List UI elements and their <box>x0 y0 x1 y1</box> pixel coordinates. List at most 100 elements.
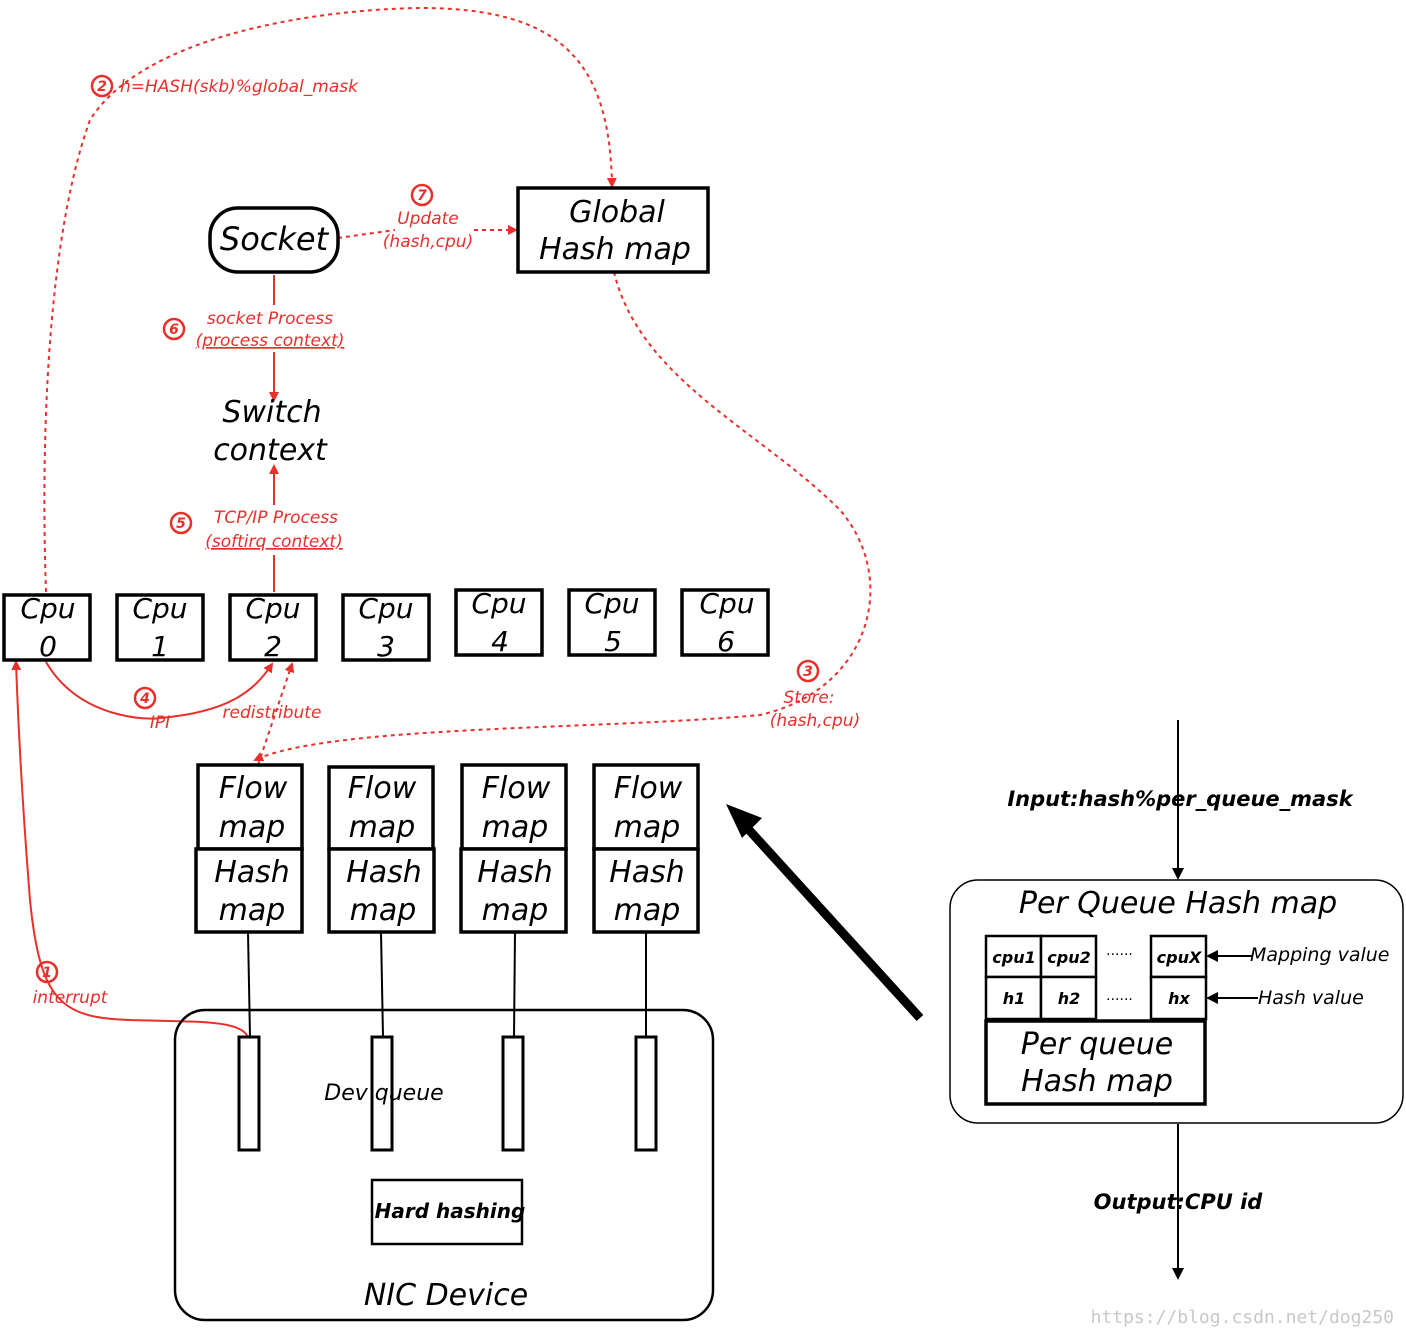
cpu-1: Cpu 1 <box>115 592 205 663</box>
dev-queue-3 <box>501 1035 525 1152</box>
step-6-line1: socket Process <box>207 309 333 329</box>
watermark: https://blog.csdn.net/dog250 <box>1091 1307 1394 1328</box>
step-7: 7 Update (hash,cpu) <box>383 183 473 252</box>
cpu-5: Cpu 5 <box>567 587 657 658</box>
redistribute-arrow <box>257 662 295 766</box>
step-2: 2 h=HASH(skb)%global_mask <box>90 74 359 98</box>
flow-map-stack-2: Flow map Hash map <box>327 765 436 934</box>
output-label: Output:CPU id <box>1094 1190 1264 1214</box>
cpu-3: Cpu 3 <box>341 592 431 663</box>
per-queue-hash-map-line1: Per queue <box>1021 1027 1173 1062</box>
nic-device <box>173 1008 715 1322</box>
cell-cpux: cpuX <box>1157 948 1202 967</box>
hash-flow-line <box>43 6 617 593</box>
hash-map-4-line2: map <box>614 893 681 928</box>
cell-hx: hx <box>1168 989 1190 1008</box>
cell-cpu2: cpu2 <box>1047 948 1090 967</box>
cpu-4: Cpu 4 <box>454 587 544 658</box>
per-queue-table: cpu1 cpu2 ...... cpuX h1 h2 ...... hx <box>984 934 1208 1021</box>
dev-queue-4 <box>634 1035 658 1152</box>
cell-ellipsis-top: ...... <box>1107 943 1134 959</box>
dev-queue-label: Dev queue <box>324 1081 443 1106</box>
detail-pointer-arrow <box>736 816 924 1022</box>
cpu-2: Cpu 2 <box>228 592 318 663</box>
flow-map-stack-4: Flow map Hash map <box>592 763 700 934</box>
queue-link-3 <box>513 931 516 1038</box>
cell-ellipsis-bottom: ...... <box>1107 988 1134 1004</box>
global-hash-map-line2: Hash map <box>539 232 691 267</box>
flow-map-4-line1: Flow <box>614 771 683 806</box>
socket-label: Socket <box>220 220 330 258</box>
hash-value-label: Hash value <box>1258 987 1364 1009</box>
cpu-5-id: 5 <box>604 625 622 658</box>
step-7-line2: (hash,cpu) <box>383 232 473 252</box>
hash-map-3-line1: Hash <box>477 855 553 890</box>
hash-map-1-line1: Hash <box>214 855 290 890</box>
cpu-4-name: Cpu <box>471 587 526 620</box>
global-hash-map <box>516 186 710 274</box>
detail-pointer-arrowhead <box>726 804 762 838</box>
step-4-redistribute: redistribute <box>223 703 322 723</box>
cpu-1-name: Cpu <box>132 592 187 625</box>
cpu-6: Cpu 6 <box>680 587 770 658</box>
step-5: 5 TCP/IP Process (softirq context) <box>169 508 343 552</box>
cpu-5-name: Cpu <box>584 587 639 620</box>
hash-map-2-line1: Hash <box>346 855 422 890</box>
step-5-num: 5 <box>176 516 186 532</box>
dev-queue-1 <box>237 1035 261 1152</box>
step-4: 4 IPI redistribute <box>133 686 322 733</box>
flow-map-stack-1: Flow map Hash map <box>194 763 304 934</box>
per-queue-hash-map <box>984 1019 1207 1106</box>
cpu-0-id: 0 <box>39 630 57 663</box>
step-6-num: 6 <box>169 322 179 338</box>
flow-map-2-line2: map <box>349 810 416 845</box>
global-hash-map-line1: Global <box>569 195 665 230</box>
flow-map-2-line1: Flow <box>348 771 417 806</box>
step-2-num: 2 <box>97 79 107 95</box>
update-flow-line <box>337 230 516 238</box>
flow-map-1-line1: Flow <box>219 771 288 806</box>
hard-hashing-label: Hard hashing <box>375 1199 526 1223</box>
step-3-line1: Store: <box>783 688 834 708</box>
queue-link-1 <box>247 931 251 1038</box>
step-3: 3 Store: (hash,cpu) <box>770 659 860 731</box>
step-6: 6 socket Process (process context) <box>162 309 345 351</box>
step-1-num: 1 <box>42 965 52 981</box>
socket-node <box>208 206 340 274</box>
cpu-3-id: 3 <box>377 630 395 663</box>
step-4-num: 4 <box>139 691 150 707</box>
step-6-line2: (process context) <box>196 331 345 351</box>
nic-device-label: NIC Device <box>364 1278 528 1313</box>
step-5-line1: TCP/IP Process <box>214 508 338 528</box>
dev-queue-2 <box>370 1035 394 1152</box>
ipi-arrow <box>45 661 274 720</box>
cpu-6-name: Cpu <box>699 587 754 620</box>
flow-map-1-line2: map <box>219 810 286 845</box>
cpu-0-name: Cpu <box>20 592 75 625</box>
cpu-4-id: 4 <box>491 625 509 658</box>
switch-context-line2: context <box>213 433 328 468</box>
store-flow-line <box>253 271 872 762</box>
step-3-num: 3 <box>803 664 813 680</box>
interrupt-arrow <box>11 660 249 1038</box>
hash-map-2-line2: map <box>350 893 417 928</box>
input-label: Input:hash%per_queue_mask <box>1007 787 1354 811</box>
cell-h2: h2 <box>1058 989 1081 1008</box>
flow-map-4-line2: map <box>614 810 681 845</box>
hash-map-4-line1: Hash <box>609 855 685 890</box>
step-3-line2: (hash,cpu) <box>770 711 860 731</box>
step-1: 1 interrupt <box>33 960 109 1008</box>
cell-h1: h1 <box>1003 989 1026 1008</box>
step-2-text: h=HASH(skb)%global_mask <box>120 77 359 97</box>
hard-hashing-box <box>370 1178 524 1246</box>
per-queue-hash-map-line2: Hash map <box>1021 1064 1173 1099</box>
mapping-value-label: Mapping value <box>1250 944 1389 966</box>
cpu-0: Cpu 0 <box>2 592 92 663</box>
queue-link-2 <box>380 931 384 1038</box>
step-1-text: interrupt <box>33 988 109 1008</box>
hash-map-1-line2: map <box>219 893 286 928</box>
cpu-2-id: 2 <box>264 630 282 663</box>
cpu-2-name: Cpu <box>245 592 300 625</box>
step-5-line2: (softirq context) <box>205 532 342 552</box>
